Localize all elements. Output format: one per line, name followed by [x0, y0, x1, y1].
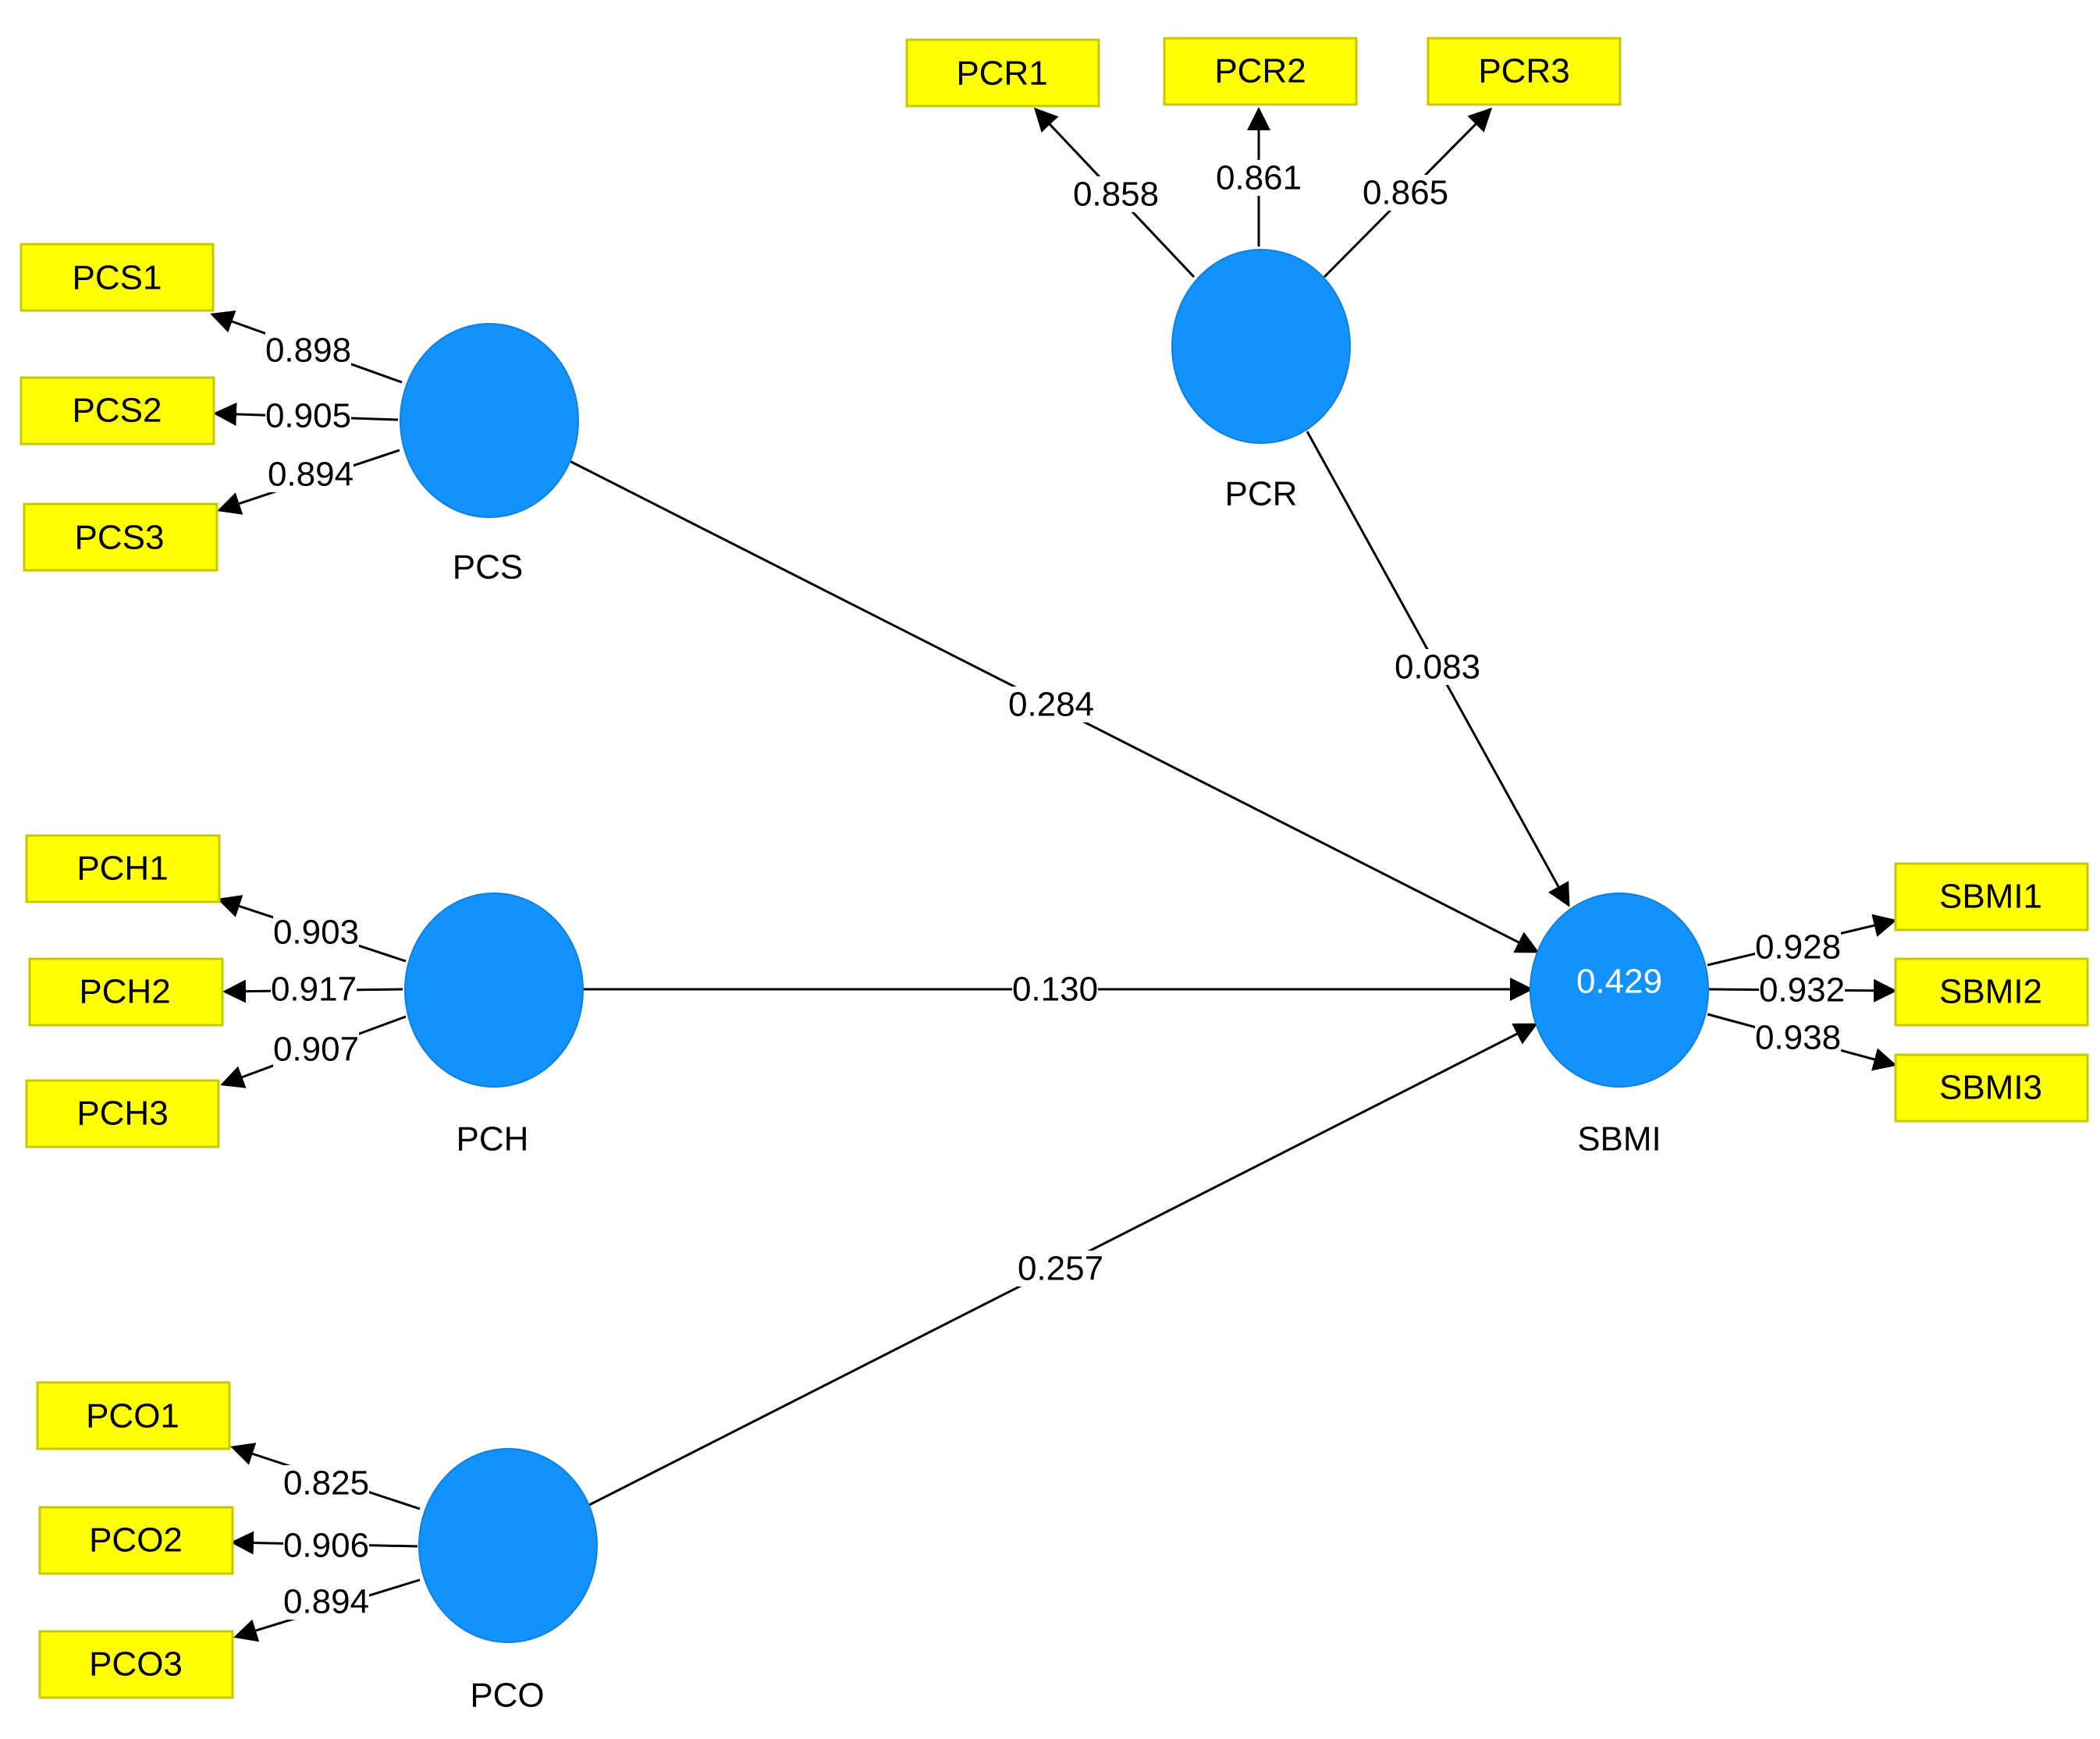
loading-pco3-value: 0.894 — [283, 1583, 369, 1621]
loading-pco1-value: 0.825 — [283, 1464, 369, 1503]
loading-pch1-value: 0.903 — [273, 914, 359, 952]
loading-pcs1-value: 0.898 — [265, 332, 351, 370]
loading-sbmi3-value: 0.938 — [1755, 1019, 1841, 1057]
indicator-pco2-label: PCO2 — [89, 1521, 183, 1560]
indicator-pcs3[interactable]: PCS3 — [23, 502, 219, 572]
indicator-sbmi2-label: SBMI2 — [1939, 973, 2042, 1011]
loading-sbmi2-value: 0.932 — [1759, 971, 1845, 1010]
indicator-pcs1[interactable]: PCS1 — [20, 243, 215, 312]
indicator-pcs2-label: PCS2 — [73, 392, 162, 430]
indicator-pcs3-label: PCS3 — [75, 519, 165, 557]
indicator-pcr2[interactable]: PCR2 — [1163, 37, 1358, 106]
path-pch-sbmi-value: 0.130 — [1012, 971, 1098, 1009]
construct-sbmi-label: SBMI — [1577, 1120, 1661, 1159]
indicator-pcr3-label: PCR3 — [1478, 52, 1569, 90]
indicator-pch2[interactable]: PCH2 — [28, 957, 224, 1027]
construct-pco[interactable]: PCO — [418, 1448, 598, 1715]
indicator-pco2[interactable]: PCO2 — [38, 1506, 234, 1575]
indicator-pcr2-label: PCR2 — [1214, 52, 1306, 90]
construct-pch-label: PCH — [457, 1120, 529, 1159]
indicator-pch1-label: PCH1 — [76, 850, 168, 888]
loading-pcr1-value: 0.858 — [1073, 176, 1159, 214]
path-pcs-sbmi-value: 0.284 — [1008, 686, 1094, 724]
indicator-pco3-label: PCO3 — [89, 1645, 183, 1684]
loading-pcr2-value: 0.861 — [1216, 159, 1302, 197]
construct-pcs-label: PCS — [453, 548, 523, 587]
construct-sbmi[interactable]: 0.429 SBMI — [1530, 893, 1709, 1159]
indicator-sbmi2[interactable]: SBMI2 — [1894, 957, 2089, 1027]
indicator-pch1[interactable]: PCH1 — [25, 834, 221, 903]
indicator-pcr1-label: PCR1 — [956, 55, 1047, 93]
construct-pco-label: PCO — [470, 1677, 544, 1715]
indicator-pco3[interactable]: PCO3 — [38, 1630, 234, 1699]
sbmi-r-squared: 0.429 — [1576, 963, 1662, 1001]
indicator-pco1-label: PCO1 — [86, 1397, 179, 1436]
construct-sbmi-node[interactable] — [1530, 893, 1709, 1088]
construct-pcs-node[interactable] — [400, 323, 579, 518]
path-pcr-sbmi-value: 0.083 — [1395, 648, 1480, 687]
path-pco-sbmi-value: 0.257 — [1018, 1250, 1103, 1288]
loading-pch3-value: 0.907 — [273, 1031, 359, 1069]
loading-pcs2-value: 0.905 — [265, 397, 351, 435]
indicator-pcr1[interactable]: PCR1 — [905, 38, 1100, 108]
indicator-sbmi1[interactable]: SBMI1 — [1894, 862, 2089, 932]
construct-pch-node[interactable] — [404, 893, 584, 1088]
indicator-sbmi3[interactable]: SBMI3 — [1894, 1053, 2089, 1123]
indicator-sbmi3-label: SBMI3 — [1939, 1069, 2042, 1107]
indicator-pcs1-label: PCS1 — [73, 259, 162, 297]
construct-pch[interactable]: PCH — [404, 893, 584, 1159]
indicator-pcr3[interactable]: PCR3 — [1427, 37, 1622, 106]
indicator-pcs2[interactable]: PCS2 — [20, 376, 215, 445]
indicator-sbmi1-label: SBMI1 — [1939, 878, 2042, 916]
construct-pcr[interactable]: PCR — [1171, 249, 1351, 513]
indicator-pch3-label: PCH3 — [76, 1095, 168, 1133]
loading-pcs3-value: 0.894 — [268, 456, 354, 494]
loading-sbmi1-value: 0.928 — [1755, 928, 1841, 967]
loading-pco2-value: 0.906 — [283, 1527, 369, 1565]
construct-pcr-label: PCR — [1225, 475, 1298, 513]
loading-pch2-value: 0.917 — [271, 971, 357, 1009]
construct-pco-node[interactable] — [418, 1448, 598, 1643]
indicator-pch2-label: PCH2 — [79, 973, 170, 1011]
construct-pcs[interactable]: PCS — [400, 323, 579, 587]
loading-pcr3-value: 0.865 — [1363, 174, 1448, 212]
indicator-pco1[interactable]: PCO1 — [36, 1381, 231, 1450]
construct-pcr-node[interactable] — [1171, 249, 1351, 444]
indicator-pch3[interactable]: PCH3 — [25, 1079, 220, 1148]
